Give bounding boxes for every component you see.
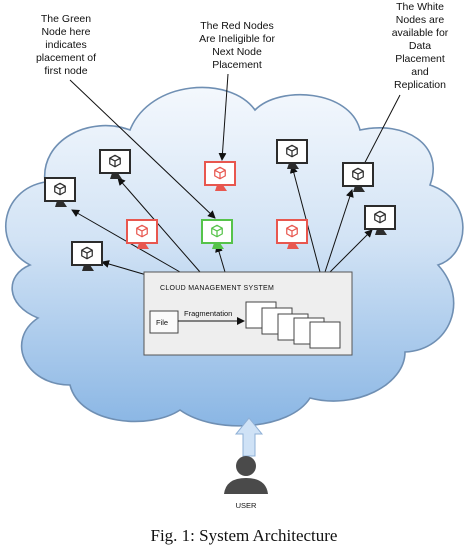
- fragment-stack: [245, 301, 341, 349]
- white-node: [99, 149, 131, 179]
- white-node: [71, 241, 103, 271]
- file-label: File: [156, 318, 168, 327]
- green-annotation-line-2: Node here: [41, 26, 90, 38]
- white-node-annotation: The White Nodes are available for Data P…: [392, 1, 449, 91]
- green-annotation-line-4: placement of: [36, 52, 96, 64]
- nodes: [44, 139, 396, 271]
- red-node-annotation: The Red Nodes Are Ineligible for Next No…: [199, 20, 275, 71]
- cloud-management-system: CLOUD MANAGEMENT SYSTEM File Fragmentati…: [143, 271, 353, 356]
- white-node: [44, 177, 76, 207]
- figure-caption: Fig. 1: System Architecture: [151, 526, 338, 545]
- user-icon: [224, 456, 268, 494]
- annotation-pointers: [69, 73, 401, 219]
- white-annotation-line-7: Replication: [394, 79, 446, 91]
- red-annotation-line-3: Next Node: [212, 46, 262, 58]
- fragmentation-label: Fragmentation: [184, 309, 232, 318]
- white-node: [276, 139, 308, 169]
- white-annotation-line-1: The White: [396, 1, 444, 13]
- white-annotation-line-2: Nodes are: [396, 14, 445, 26]
- white-annotation-line-4: Data: [409, 40, 431, 52]
- user-label: USER: [236, 501, 257, 510]
- file-box: [149, 310, 179, 334]
- white-annotation-line-3: available for: [392, 27, 449, 39]
- red-annotation-line-1: The Red Nodes: [200, 20, 274, 32]
- red-node: [204, 161, 236, 191]
- red-annotation-line-2: Are Ineligible for: [199, 33, 275, 45]
- red-node: [126, 219, 158, 249]
- red-node: [276, 219, 308, 249]
- red-annotation-line-4: Placement: [212, 59, 262, 71]
- white-node: [342, 162, 374, 192]
- white-annotation-arrow: [359, 94, 401, 173]
- green-annotation-line-5: first node: [44, 65, 87, 77]
- red-annotation-arrow: [218, 73, 229, 161]
- green-node: [201, 219, 233, 249]
- white-annotation-line-6: and: [411, 66, 429, 78]
- cms-title: CLOUD MANAGEMENT SYSTEM: [160, 285, 274, 292]
- white-annotation-line-5: Placement: [395, 53, 445, 65]
- green-annotation-line-1: The Green: [41, 13, 91, 25]
- green-node-annotation: The Green Node here indicates placement …: [36, 13, 96, 77]
- up-arrow: [234, 417, 264, 457]
- white-node: [364, 205, 396, 235]
- green-annotation-line-3: indicates: [45, 39, 86, 51]
- green-annotation-arrow: [69, 79, 216, 219]
